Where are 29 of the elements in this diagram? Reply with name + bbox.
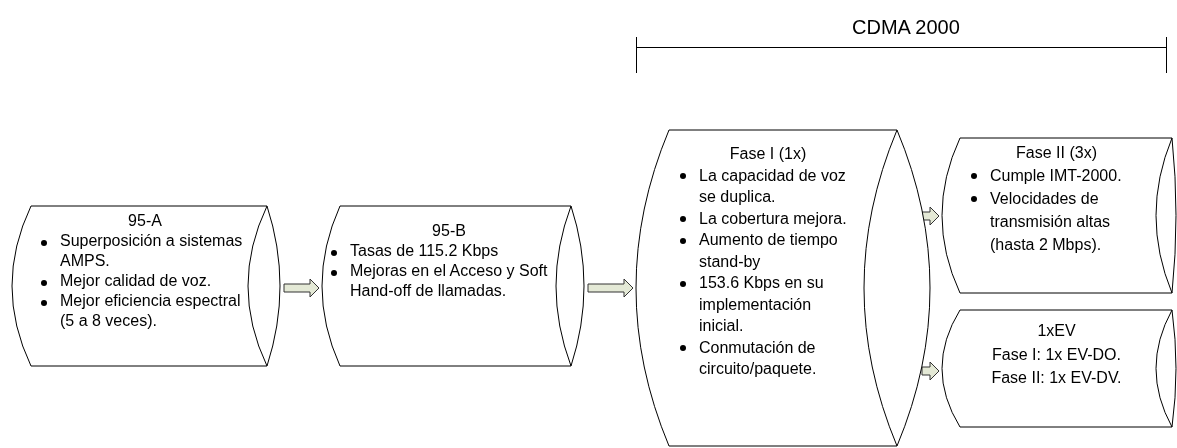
cylinder-node <box>12 206 280 366</box>
node-heading: 95-A <box>127 211 163 231</box>
bullet-item: Mejor eficiencia espectral (5 a 8 veces). <box>38 291 252 331</box>
node-heading: Fase II (3x) <box>1015 143 1098 163</box>
node-heading: 95-B <box>431 221 467 241</box>
node-heading: 1xEV <box>1036 321 1077 341</box>
block-arrow <box>283 278 320 298</box>
cylinder-node <box>942 138 1176 293</box>
bullet-item: Tasas de 115.2 Kbps <box>328 241 570 261</box>
block-arrow <box>587 278 634 298</box>
bullet-item: Mejoras en el Acceso y Soft Hand-off de llamadas. <box>328 261 570 301</box>
cylinder-node <box>636 130 930 446</box>
node-heading: Fase I (1x) <box>728 144 808 164</box>
bullet-item: La capacidad de voz se duplica. <box>677 164 859 208</box>
bullet-item: Cumple IMT-2000. <box>968 164 1145 187</box>
bullet-item: Velocidades de transmisión altas (hasta 2 Mbps). <box>968 187 1145 256</box>
bullet-item: Mejor calidad de voz. <box>38 271 252 291</box>
block-arrow <box>921 206 940 226</box>
bullet-item: 153.6 Kbps en su implementación inicial. <box>677 272 859 337</box>
node-text: Fase II: 1x EV-DV. <box>990 368 1123 388</box>
block-arrow <box>921 361 940 381</box>
bullet-item: Aumento de tiempo stand-by <box>677 229 859 272</box>
bracket-label: CDMA 2000 <box>852 16 960 39</box>
cylinder-node <box>322 206 584 366</box>
node-text: Fase I: 1x EV-DO. <box>991 344 1122 365</box>
bullet-item: Conmutación de circuito/paquete. <box>677 336 859 380</box>
cylinder-node <box>942 310 1176 427</box>
bullet-item: Superposición a sistemas AMPS. <box>38 231 252 271</box>
bullet-item: La cobertura mejora. <box>677 207 859 229</box>
